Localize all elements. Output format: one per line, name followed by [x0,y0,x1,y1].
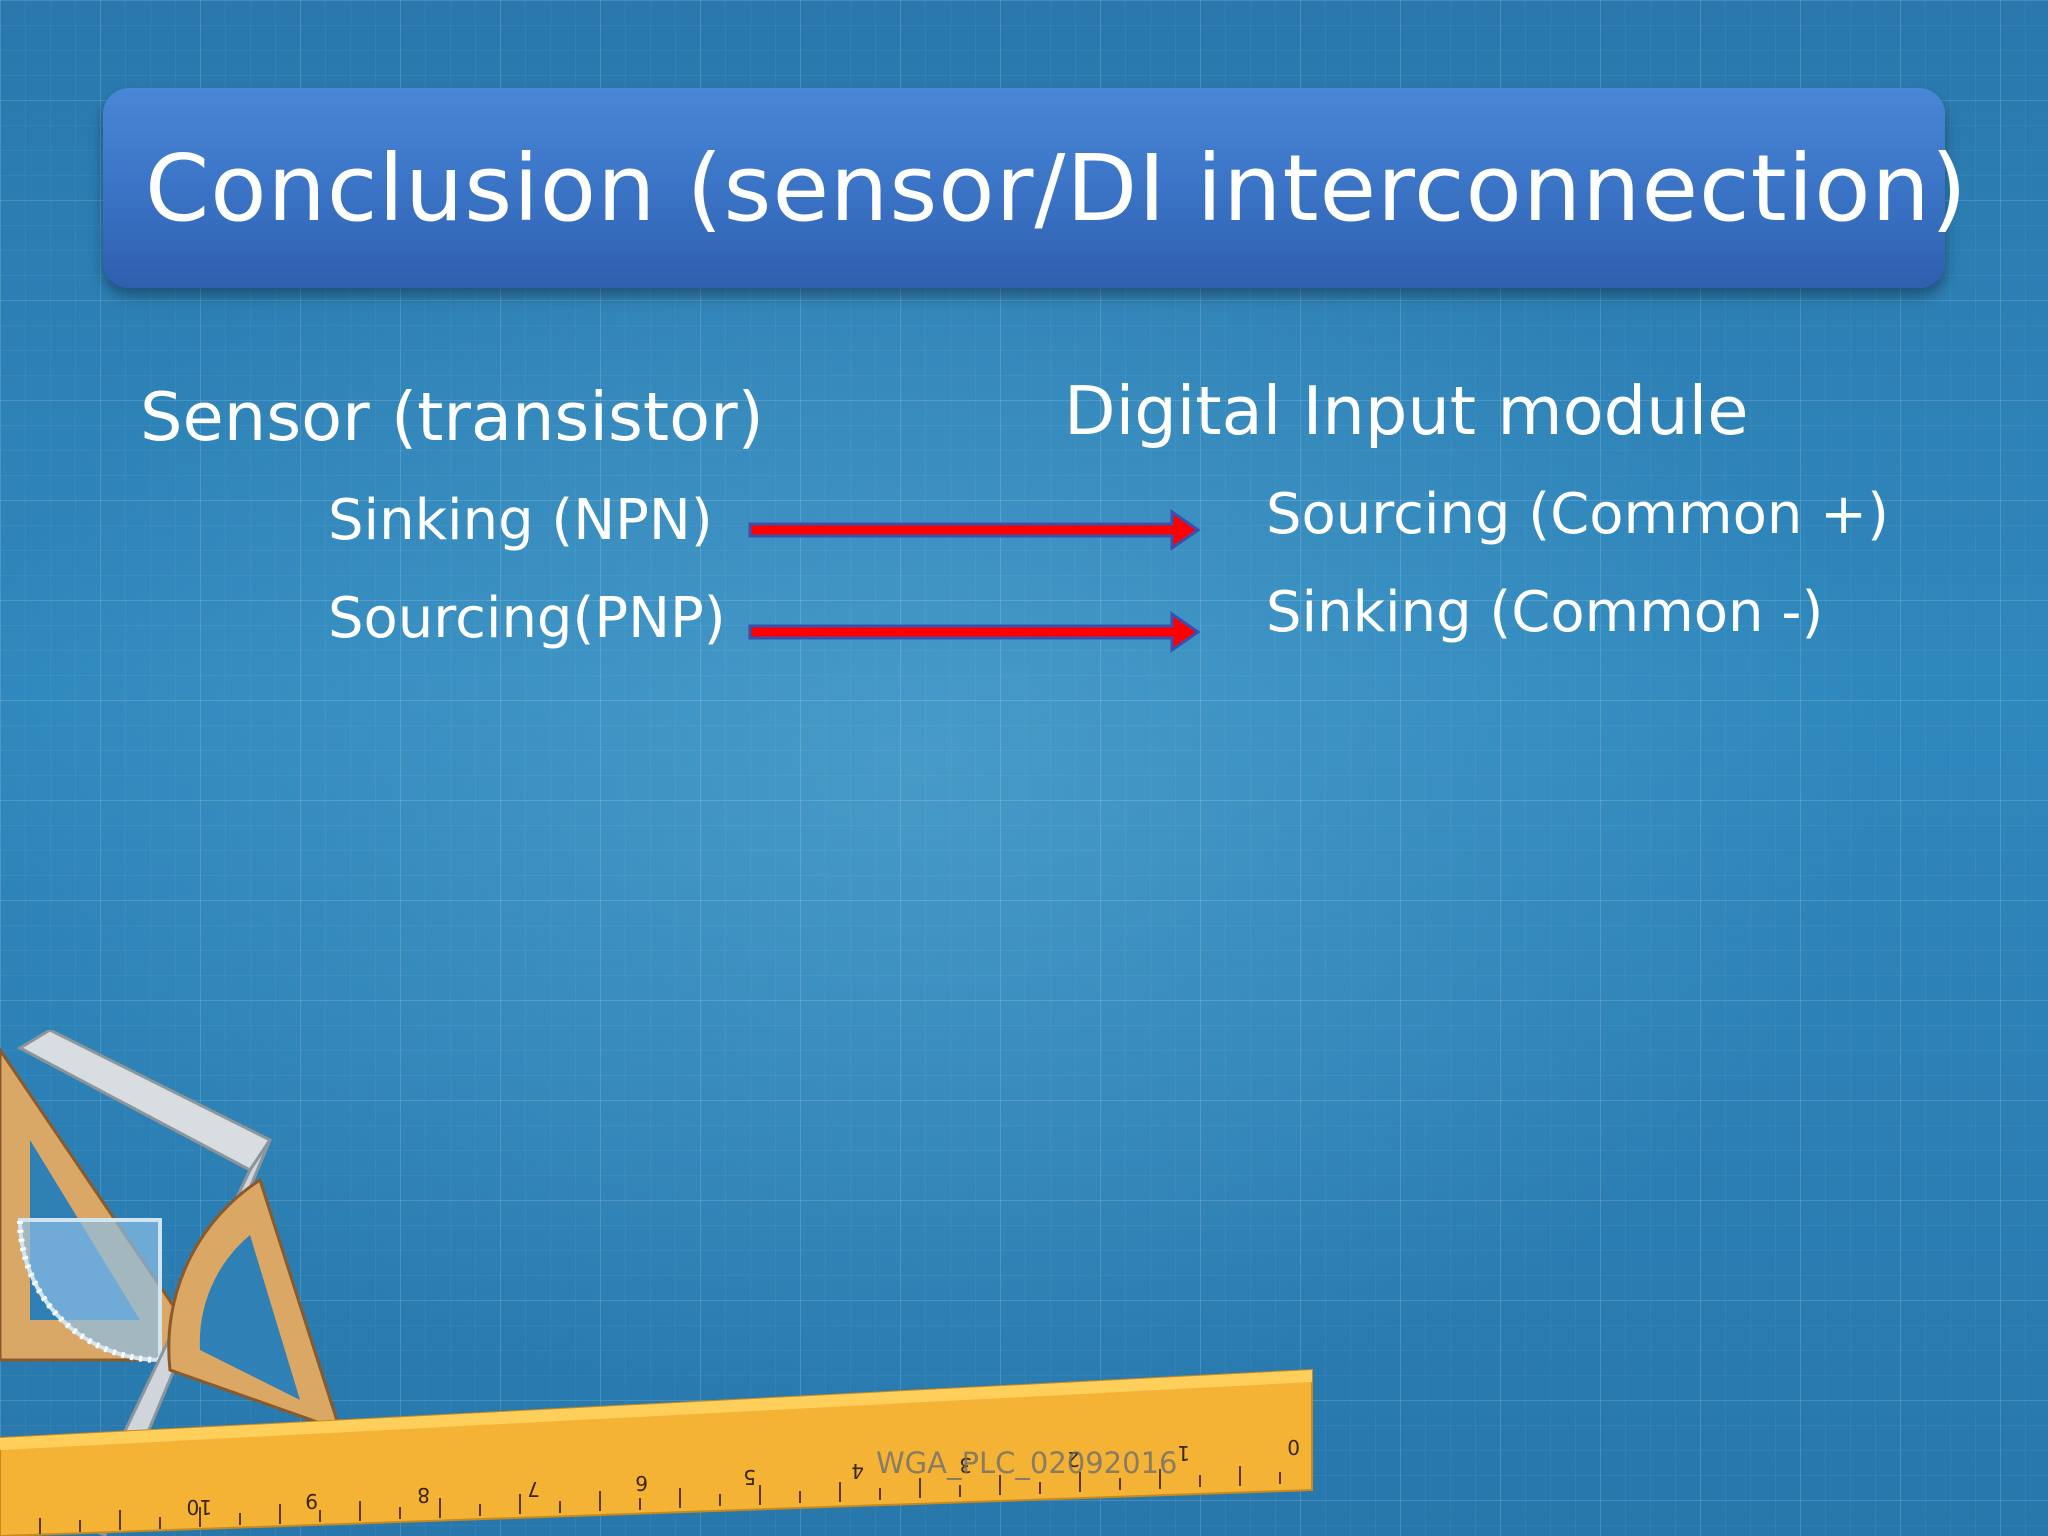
ruler-illustration [0,1368,1313,1536]
slide-title: Conclusion (sensor/DI interconnection) [145,134,1968,242]
ruler-number: 3 [959,1453,972,1477]
ruler-number: 7 [527,1477,540,1501]
wood-protractor-illustration [167,1177,343,1433]
ruler-numbers: 10 9 8 7 6 5 4 3 2 1 0 [187,1435,1300,1519]
ruler-number: 4 [851,1459,864,1483]
slide-footer: WGA_PLC_02092016 [876,1446,1178,1480]
module-heading: Digital Input module [1064,372,1749,450]
arrow-right-icon [748,509,1201,551]
ruler-number: 8 [417,1483,430,1507]
ruler-number: 9 [305,1489,318,1513]
ruler-number: 2 [1067,1447,1080,1471]
module-item-sourcing: Sourcing (Common +) [1266,482,1889,547]
ruler-number: 0 [1287,1435,1300,1459]
sensor-item-npn: Sinking (NPN) [328,488,713,553]
arrow-right-icon [748,611,1201,653]
ruler-number: 6 [635,1471,648,1495]
title-bar: Conclusion (sensor/DI interconnection) [103,88,1967,288]
protractor-illustration [17,1218,162,1363]
sensor-heading: Sensor (transistor) [140,378,764,456]
drafting-tools-illustration: 10 9 8 7 6 5 4 3 2 1 0 [0,1030,1313,1536]
ruler-number: 10 [187,1495,212,1519]
module-item-sinking: Sinking (Common -) [1266,580,1824,645]
ruler-number: 1 [1177,1441,1190,1465]
sensor-item-pnp: Sourcing(PNP) [328,586,726,651]
ruler-ticks [39,1466,1281,1534]
ruler-number: 5 [743,1465,756,1489]
